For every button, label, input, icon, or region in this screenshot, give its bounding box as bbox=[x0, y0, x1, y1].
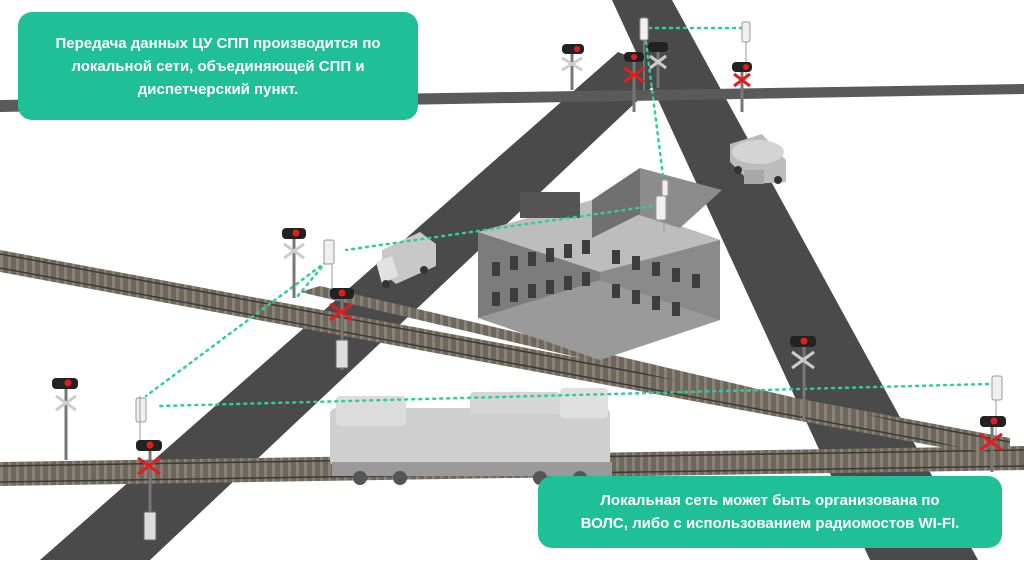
crossing-signal-icon bbox=[561, 44, 584, 90]
callout-line: локальной сети, объединяющей СПП и bbox=[71, 57, 365, 75]
crossing-signal-icon bbox=[979, 416, 1006, 472]
callout-data-transmission: Передача данных ЦУ СПП производится по л… bbox=[18, 12, 418, 120]
callout-line: Локальная сеть может быть организована п… bbox=[600, 492, 940, 509]
callout-network-organization: Локальная сеть может быть организована п… bbox=[538, 476, 1002, 548]
callout-line: диспетчерский пункт. bbox=[137, 80, 299, 98]
truck-icon bbox=[376, 232, 436, 288]
crossing-signal-icon bbox=[623, 52, 645, 112]
tanker-truck-icon bbox=[730, 134, 786, 184]
crossing-signal-icon bbox=[648, 42, 668, 88]
crossing-signal-icon bbox=[732, 62, 752, 112]
link-left-crossing-down bbox=[294, 260, 328, 300]
callout-line: ВОЛС, либо с использованием радиомостов … bbox=[580, 515, 960, 532]
dispatch-building-icon bbox=[478, 168, 722, 360]
rail-track-branch bbox=[300, 286, 1000, 452]
road-diagonal-left bbox=[40, 52, 668, 560]
wifi-radio-bridge-icon bbox=[741, 21, 751, 80]
wifi-radio-bridge-icon bbox=[639, 17, 649, 90]
wifi-radio-bridges bbox=[135, 17, 1003, 440]
callout-text: Локальная сеть может быть организована п… bbox=[581, 489, 960, 535]
wifi-radio-bridge-icon bbox=[655, 179, 669, 232]
callout-line: Передача данных ЦУ СПП производится по bbox=[55, 34, 381, 52]
link-top-to-building bbox=[644, 40, 666, 186]
crossing-signal-icon bbox=[136, 440, 162, 541]
crossing-signal-icon bbox=[52, 378, 78, 460]
crossing-signal-icon bbox=[282, 228, 306, 298]
link-right-to-lower-left bbox=[158, 382, 990, 408]
locomotive-icon bbox=[330, 388, 612, 485]
crossing-signal-icon bbox=[790, 336, 816, 420]
crossing-signal-icon bbox=[329, 288, 354, 370]
link-building-to-left-crossing bbox=[344, 204, 654, 252]
wifi-radio-bridge-icon bbox=[991, 375, 1003, 440]
link-left-crossing-to-lower-left bbox=[144, 260, 328, 398]
rail-track-upper bbox=[0, 250, 1010, 460]
wifi-radio-bridge-icon bbox=[135, 396, 147, 440]
crossing-signals bbox=[52, 42, 1006, 541]
network-links bbox=[144, 26, 990, 408]
callout-text: Передача данных ЦУ СПП производится по л… bbox=[55, 32, 380, 101]
